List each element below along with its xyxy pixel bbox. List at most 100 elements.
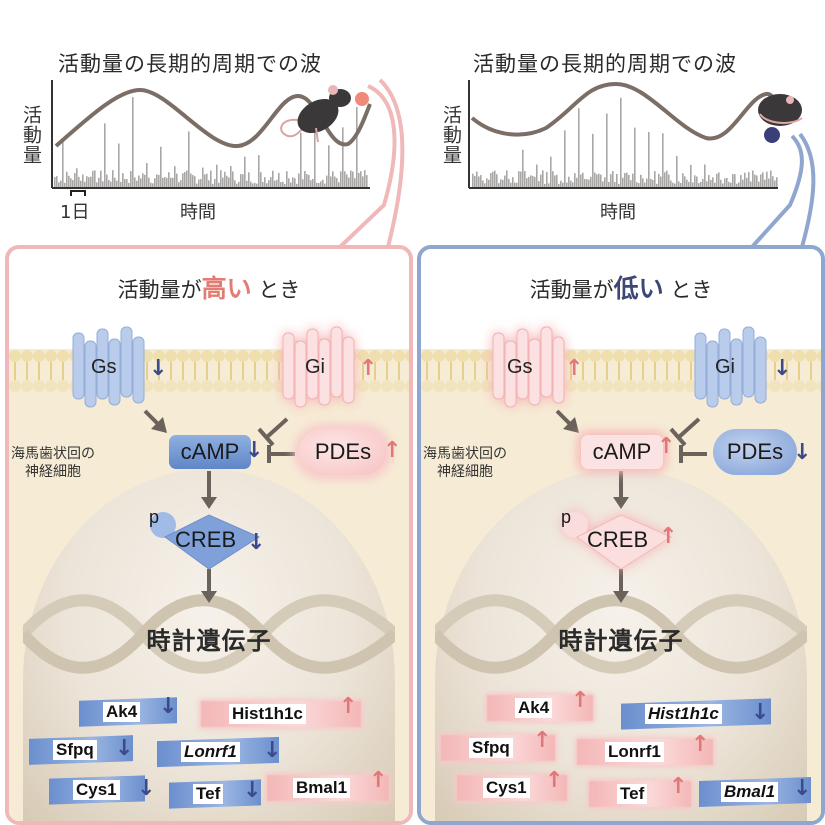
activity-spike xyxy=(656,183,658,188)
activity-spike xyxy=(582,172,584,188)
activity-spike xyxy=(482,180,484,188)
activity-spike xyxy=(264,177,266,188)
activity-spike xyxy=(500,179,502,188)
activity-spike xyxy=(126,179,128,188)
chart-xlabel-left: 時間 xyxy=(180,202,216,223)
chart-title-right: 活動量の長期的周期での波 xyxy=(473,52,737,76)
activity-spike xyxy=(130,171,132,188)
condition-prefix: 活動量が xyxy=(529,278,614,302)
activity-spike xyxy=(532,175,534,188)
activity-spike xyxy=(492,171,494,188)
activity-spike xyxy=(162,177,164,188)
activity-spike xyxy=(206,173,208,188)
activity-spike xyxy=(494,170,496,188)
activity-spike xyxy=(290,182,292,188)
activity-spike xyxy=(570,180,572,188)
cell-name-line2: 神経細胞 xyxy=(437,464,493,480)
activity-spike xyxy=(304,170,306,188)
activity-spike xyxy=(362,176,364,188)
activity-spike xyxy=(102,181,104,188)
activity-spike xyxy=(718,172,720,188)
clock-genes-title-high: 時計遺伝子 xyxy=(146,627,272,655)
activity-spike xyxy=(286,171,288,188)
activity-spike xyxy=(724,178,726,188)
activity-spike xyxy=(134,177,136,188)
up-arrow-icon: ↑ xyxy=(669,774,688,799)
activity-spike xyxy=(198,179,200,188)
activity-spike xyxy=(66,171,68,188)
up-arrow-icon: ↑ xyxy=(533,728,552,753)
activity-spike xyxy=(622,177,624,188)
activity-spike xyxy=(690,164,692,188)
up-arrow-icon: ↑ xyxy=(545,768,564,793)
activity-spike xyxy=(276,179,278,188)
activity-spike xyxy=(252,183,254,188)
activity-spike xyxy=(618,183,620,188)
activity-spike xyxy=(56,176,58,188)
activity-spike xyxy=(156,174,158,188)
activity-spike xyxy=(364,170,366,188)
activity-spike xyxy=(262,181,264,188)
activity-spike xyxy=(88,177,90,188)
condition-heading-high: 活動量が高い とき xyxy=(9,269,409,305)
activity-spike xyxy=(174,166,176,188)
activity-spike xyxy=(70,178,72,188)
activity-spike xyxy=(110,181,112,188)
activity-spike xyxy=(120,181,122,188)
down-arrow-icon: ↓ xyxy=(773,356,792,381)
activity-spike xyxy=(580,174,582,188)
activity-spike xyxy=(662,133,664,188)
activity-spike xyxy=(572,182,574,188)
activity-spike xyxy=(664,172,666,188)
activity-spike xyxy=(626,172,628,188)
activity-spike xyxy=(698,183,700,188)
activity-spike xyxy=(284,183,286,188)
activity-spike xyxy=(560,180,562,188)
activity-spike xyxy=(200,178,202,188)
gene-cys1-low: Cys1 xyxy=(457,775,567,801)
activity-spike xyxy=(714,182,716,188)
activity-spike xyxy=(250,181,252,188)
activity-spike xyxy=(586,179,588,188)
down-arrow-icon: ↓ xyxy=(243,778,262,803)
activity-spike xyxy=(68,175,70,188)
activity-spike xyxy=(752,170,754,188)
activity-spike xyxy=(514,182,516,188)
activity-spike xyxy=(710,180,712,188)
activity-spike xyxy=(556,174,558,188)
activity-spike xyxy=(62,140,64,188)
activity-spike xyxy=(680,182,682,188)
gs-receptor-low xyxy=(492,326,565,408)
camp-node-high: cAMP xyxy=(169,435,251,469)
activity-spike xyxy=(510,182,512,188)
activity-spike xyxy=(114,177,116,188)
activity-spike xyxy=(538,181,540,188)
activity-spike xyxy=(104,123,106,188)
activity-spike xyxy=(700,181,702,188)
activity-spike xyxy=(172,177,174,188)
activity-spike xyxy=(292,177,294,188)
activity-spike xyxy=(564,130,566,188)
activity-spike xyxy=(748,172,750,188)
activity-spike xyxy=(324,183,326,188)
activity-spike xyxy=(534,176,536,188)
activity-spike xyxy=(728,181,730,188)
activity-spike xyxy=(282,181,284,188)
activity-spike xyxy=(776,177,778,188)
dna-helix xyxy=(435,594,807,674)
activity-spike xyxy=(518,171,520,188)
up-arrow-icon: ↑ xyxy=(659,524,678,549)
activity-spike xyxy=(584,179,586,188)
down-arrow-icon: ↓ xyxy=(751,700,770,725)
activity-spike xyxy=(506,170,508,188)
activity-spike xyxy=(566,182,568,188)
gene-ak4-high: Ak4 xyxy=(79,697,177,727)
activity-spike xyxy=(168,172,170,188)
activity-spike xyxy=(696,176,698,188)
activity-spike xyxy=(154,178,156,188)
activity-spike xyxy=(754,174,756,188)
activity-spike xyxy=(592,133,594,188)
activity-spike xyxy=(598,173,600,188)
panel-low-activity: 活動量が低い とき Gs ↑ Gi ↓ cAMP ↑ PDEs ↓ 海馬歯状回 xyxy=(417,245,825,825)
condition-emph-high: 高い xyxy=(201,274,252,303)
